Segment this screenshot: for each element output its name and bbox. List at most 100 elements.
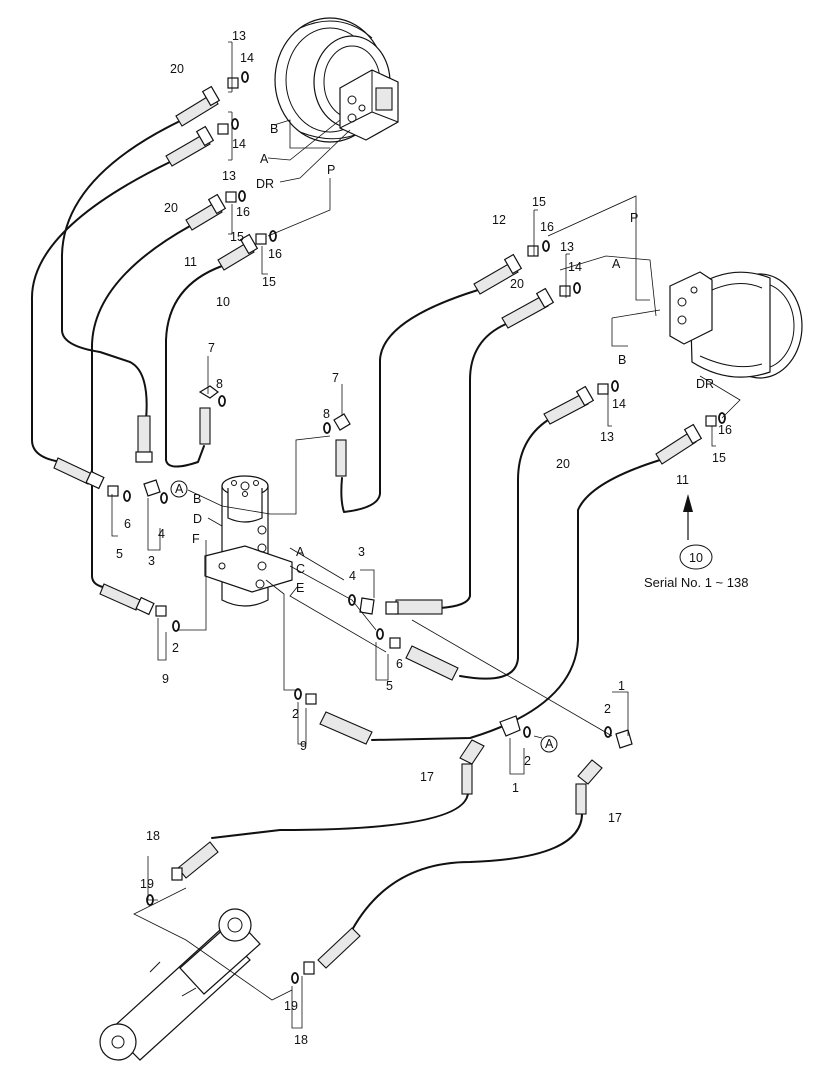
label-d-center: D (193, 512, 202, 526)
fitting-right-c (405, 645, 459, 681)
travel-motor-top (274, 17, 399, 143)
label-20: 20 (164, 201, 178, 215)
travel-motor-right (669, 271, 803, 379)
label-17: 17 (420, 770, 434, 784)
label-a-top: A (260, 152, 269, 166)
label-16: 16 (236, 205, 250, 219)
label-9: 9 (162, 672, 169, 686)
label-dr-right: DR (696, 377, 714, 391)
fitting-11-top (185, 193, 227, 231)
label-16: 16 (268, 247, 282, 261)
adapters (107, 77, 717, 975)
fitting-18-upper (177, 841, 219, 879)
label-14: 14 (240, 51, 254, 65)
fitting-11-right (655, 423, 703, 465)
hose-fittings (53, 85, 703, 969)
fitting-left-f (99, 583, 155, 616)
label-2: 2 (604, 702, 611, 716)
label-15: 15 (262, 275, 276, 289)
label-15: 15 (712, 451, 726, 465)
fitting-bottom-e (319, 711, 373, 745)
label-19: 19 (140, 877, 154, 891)
serial-note: Serial No. 1 ~ 138 (644, 575, 748, 590)
fitting-20-top (175, 85, 221, 127)
label-c-center: C (296, 562, 305, 576)
fitting-10 (217, 233, 259, 271)
label-13: 13 (222, 169, 236, 183)
label-8: 8 (216, 377, 223, 391)
label-1: 1 (512, 781, 519, 795)
label-16: 16 (540, 220, 554, 234)
label-b-center: B (193, 492, 201, 506)
label-20: 20 (170, 62, 184, 76)
label-20: 20 (510, 277, 524, 291)
o-rings (123, 71, 726, 984)
part-10-number: 10 (689, 551, 703, 565)
label-f-center: F (192, 532, 200, 546)
label-5: 5 (116, 547, 123, 561)
part-10-callout: 10 Serial No. 1 ~ 138 (644, 494, 748, 590)
label-5: 5 (386, 679, 393, 693)
hydraulic-cylinder (99, 908, 261, 1061)
label-15: 15 (532, 195, 546, 209)
label-13: 13 (560, 240, 574, 254)
label-6: 6 (396, 657, 403, 671)
fitting-18-lower (317, 927, 361, 969)
label-2: 2 (172, 641, 179, 655)
fitting-17-left (459, 739, 485, 795)
label-18: 18 (294, 1033, 308, 1047)
label-3: 3 (148, 554, 155, 568)
label-8: 8 (323, 407, 330, 421)
label-a-right: A (612, 257, 621, 271)
label-14: 14 (568, 260, 582, 274)
circled-ref-a-text: A (175, 482, 184, 496)
label-19: 19 (284, 999, 298, 1013)
label-4: 4 (349, 569, 356, 583)
label-1: 1 (618, 679, 625, 693)
fitting-17-right (575, 759, 603, 815)
label-12: 12 (492, 213, 506, 227)
circled-ref-a-text: A (545, 737, 554, 751)
center-swivel-joint (204, 475, 293, 607)
label-11: 11 (184, 255, 197, 269)
label-b-right: B (618, 353, 626, 367)
label-14: 14 (232, 137, 246, 151)
leader-lines (111, 41, 741, 1029)
fitting-20-right (501, 287, 555, 329)
callout-labels: 13 14 20 B 14 A 13 DR P 20 16 15 11 16 1… (116, 29, 732, 1047)
label-14: 14 (612, 397, 626, 411)
fitting-vertical-8 (199, 407, 211, 445)
label-13: 13 (232, 29, 246, 43)
circled-ref-a-lower: A (540, 735, 558, 753)
label-4: 4 (158, 527, 165, 541)
label-9: 9 (300, 739, 307, 753)
label-3: 3 (358, 545, 365, 559)
label-16: 16 (718, 423, 732, 437)
fitting-vertical-left (135, 415, 153, 463)
label-7: 7 (208, 341, 215, 355)
fitting-20-mid (165, 125, 215, 167)
label-e-center: E (296, 581, 304, 595)
fitting-vertical-right8 (335, 439, 347, 477)
fitting-left-b (53, 457, 105, 490)
fitting-12 (473, 253, 523, 295)
label-15: 15 (230, 230, 244, 244)
label-p-right: P (630, 211, 638, 225)
label-20: 20 (556, 457, 570, 471)
label-p-top: P (327, 163, 335, 177)
fitting-right-a (385, 599, 443, 615)
label-a-center: A (296, 545, 305, 559)
label-2: 2 (524, 754, 531, 768)
fitting-20-right-low (543, 385, 595, 425)
label-11: 11 (676, 473, 689, 487)
label-7: 7 (332, 371, 339, 385)
label-10: 10 (216, 295, 230, 309)
label-6: 6 (124, 517, 131, 531)
label-2: 2 (292, 707, 299, 721)
label-dr-top: DR (256, 177, 274, 191)
circled-ref-a-upper: A (170, 480, 188, 498)
label-17: 17 (608, 811, 622, 825)
label-13: 13 (600, 430, 614, 444)
